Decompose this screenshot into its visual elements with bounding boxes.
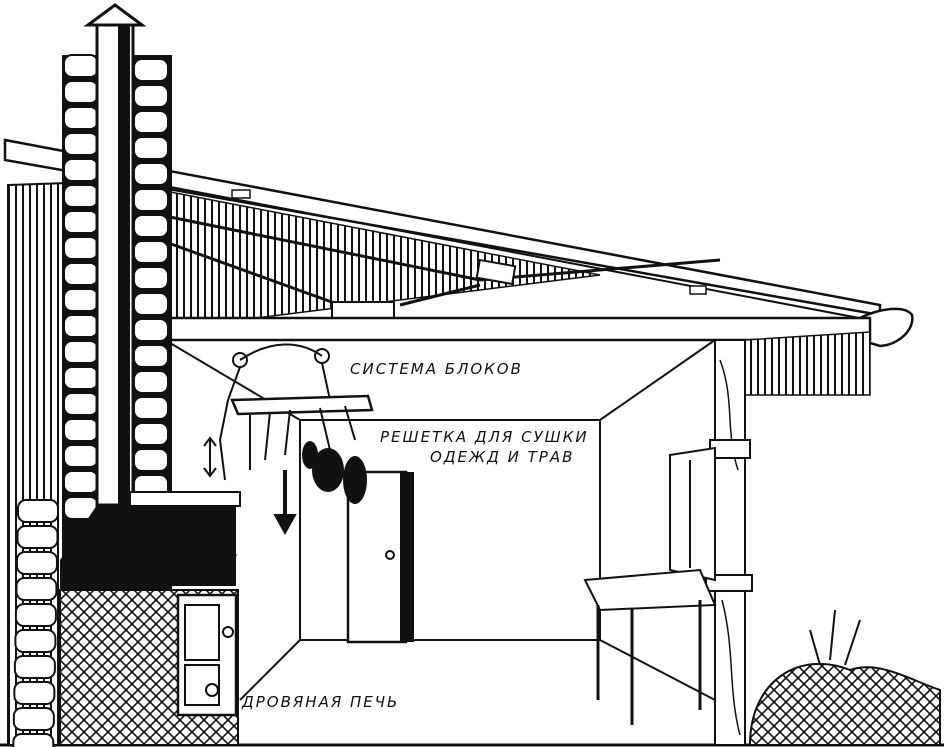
ceiling-beam <box>148 316 872 396</box>
chimney-stone <box>133 240 169 264</box>
chimney-stone <box>12 733 55 747</box>
chimney-stone <box>63 210 99 234</box>
chimney-stone <box>63 236 99 260</box>
chimney-stone <box>133 318 169 342</box>
chimney-stone <box>133 214 169 238</box>
chimney-stone <box>133 162 169 186</box>
chimney-stone <box>13 681 56 705</box>
pulley-system <box>203 343 374 536</box>
side-table <box>583 568 717 725</box>
chimney-stone <box>13 655 56 679</box>
chimney-stone <box>133 292 169 316</box>
chimney-stone <box>14 629 57 653</box>
chimney-stone <box>63 444 99 468</box>
chimney-stone <box>63 106 99 130</box>
chimney-stone <box>15 551 58 575</box>
chimney-stone <box>133 58 169 82</box>
chimney-stone <box>133 84 169 108</box>
chimney-stone <box>63 54 99 78</box>
chimney-stone <box>133 422 169 446</box>
chimney-stone <box>133 266 169 290</box>
chimney-stone <box>63 288 99 312</box>
wood-stove <box>59 491 241 746</box>
chimney-stone <box>63 366 99 390</box>
chimney-stone <box>14 603 57 627</box>
shrubs <box>748 609 941 746</box>
chimney-stone <box>63 470 99 494</box>
chimney-stone <box>16 525 59 549</box>
chimney-stone <box>12 707 55 731</box>
chimney-stone <box>63 262 99 286</box>
chimney-stone <box>133 396 169 420</box>
chimney-stone <box>133 344 169 368</box>
drying-rack-label-line1: РЕШЕТКА ДЛЯ СУШКИ <box>380 428 589 446</box>
chimney-stone <box>133 370 169 394</box>
chimney-stone <box>63 418 99 442</box>
chimney-stone <box>15 577 58 601</box>
chimney-stone <box>133 136 169 160</box>
chimney-stone <box>63 392 99 416</box>
chimney-stone <box>63 184 99 208</box>
right-post-and-window <box>669 339 753 746</box>
herb-bundles <box>302 441 367 504</box>
chimney-stone <box>63 80 99 104</box>
pulley-system-label: СИСТЕМА БЛОКОВ <box>350 360 523 378</box>
roof <box>3 138 914 348</box>
chimney-stone <box>63 158 99 182</box>
chimney-stone <box>63 340 99 364</box>
chimney-stone <box>133 110 169 134</box>
chimney-stone <box>63 132 99 156</box>
chimney-stone <box>63 314 99 338</box>
drying-rack-label-line2: ОДЕЖД И ТРАВ <box>430 448 575 466</box>
chimney-stone <box>17 499 59 523</box>
wood-stove-label: ДРОВЯНАЯ ПЕЧЬ <box>242 693 400 711</box>
chimney-stone <box>133 448 169 472</box>
back-room <box>164 339 716 701</box>
chimney-stone <box>133 188 169 212</box>
